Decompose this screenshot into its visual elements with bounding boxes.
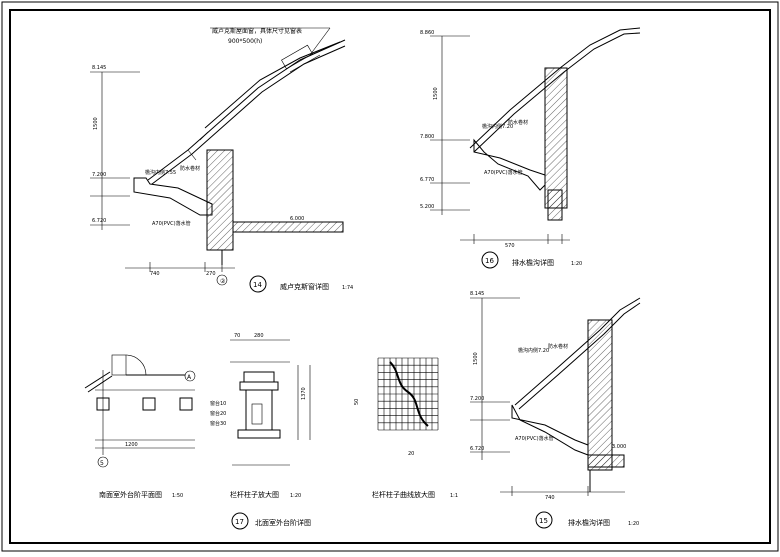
wall-16	[544, 67, 568, 209]
detail-16-title: 排水檐沟详图	[512, 258, 554, 267]
wall-14	[206, 149, 234, 251]
svg-text:7.200: 7.200	[470, 396, 484, 402]
svg-text:1:20: 1:20	[290, 493, 301, 499]
svg-text:3.000: 3.000	[612, 444, 626, 450]
svg-text:7.800: 7.800	[420, 134, 434, 140]
svg-text:1:50: 1:50	[172, 493, 183, 499]
svg-text:740: 740	[545, 495, 555, 501]
svg-text:8.145: 8.145	[470, 291, 484, 297]
svg-text:6.720: 6.720	[470, 446, 484, 452]
svg-text:5: 5	[100, 460, 104, 467]
detail-14-labels: 威卢克斯屋面窗，具体尺寸见窗表 900*500(h) 8.145 7.200 6…	[92, 27, 353, 293]
rail-post-labels: 70 280 1370 窗台10 窗台20 窗台30 栏杆柱子放大图 1:20	[210, 333, 307, 499]
profile-curve	[389, 361, 429, 427]
detail-17-caption: 17 北面室外台阶详图	[231, 512, 311, 530]
svg-text:1500: 1500	[433, 87, 439, 100]
detail-17-title: 北面室外台阶详图	[255, 518, 311, 527]
svg-text:防水卷材: 防水卷材	[180, 165, 200, 172]
detail-14-title: 威卢克斯窗详图	[280, 282, 329, 291]
stair-plan-labels: A 5 1200 南面室外台阶平面图 1:50	[99, 374, 192, 499]
svg-text:1200: 1200	[125, 442, 138, 448]
svg-text:1:74: 1:74	[342, 285, 353, 291]
detail-16-marker	[481, 251, 499, 269]
svg-text:270: 270	[206, 271, 216, 277]
inner-border	[9, 9, 771, 544]
svg-text:A: A	[187, 374, 192, 381]
svg-text:窗台30: 窗台30	[210, 420, 226, 427]
svg-text:1370: 1370	[301, 387, 307, 400]
svg-text:6.720: 6.720	[92, 218, 106, 224]
svg-text:20: 20	[408, 451, 414, 457]
detail-15	[470, 297, 641, 496]
plan-title: 南面室外台阶平面图	[99, 490, 162, 499]
svg-text:280: 280	[254, 333, 264, 339]
detail-16-labels: 8.860 7.800 6.770 5.200 檐沟内侧7.20 防水卷材 A7…	[420, 30, 582, 269]
rail-post	[230, 339, 311, 466]
svg-text:窗台10: 窗台10	[210, 400, 226, 407]
svg-text:A70(PVC)落水管: A70(PVC)落水管	[515, 435, 554, 442]
svg-text:檐沟内侧7.20: 檐沟内侧7.20	[482, 123, 513, 130]
detail-14	[90, 27, 346, 286]
rail-title: 栏杆柱子放大图	[230, 490, 279, 499]
svg-text:5.200: 5.200	[420, 204, 434, 210]
svg-text:70: 70	[234, 333, 240, 339]
svg-text:檐沟内侧7.20: 檐沟内侧7.20	[518, 347, 549, 354]
detail-15-title: 排水檐沟详图	[568, 518, 610, 527]
curve-title: 栏杆柱子曲线放大图	[372, 490, 435, 499]
svg-text:1:1: 1:1	[450, 493, 458, 499]
svg-text:16: 16	[485, 257, 494, 265]
curve-labels: 50 20 栏杆柱子曲线放大图 1:1	[354, 399, 458, 499]
svg-text:740: 740	[150, 271, 160, 277]
svg-text:防水卷材: 防水卷材	[548, 343, 568, 350]
detail-17-marker	[231, 512, 249, 530]
svg-text:15: 15	[539, 517, 548, 525]
svg-text:A70(PVC)落水管: A70(PVC)落水管	[484, 169, 523, 176]
svg-text:1:20: 1:20	[628, 521, 639, 527]
svg-text:②: ②	[220, 278, 226, 285]
svg-text:6.770: 6.770	[420, 177, 434, 183]
window-note: 威卢克斯屋面窗，具体尺寸见窗表	[212, 27, 302, 35]
curve-grid	[377, 357, 439, 431]
detail-16	[430, 27, 641, 244]
svg-text:17: 17	[235, 518, 244, 526]
detail-15-marker	[535, 511, 553, 529]
svg-text:8.145: 8.145	[92, 65, 106, 71]
svg-text:1500: 1500	[473, 352, 479, 365]
svg-text:6.000: 6.000	[290, 216, 304, 222]
svg-text:7.200: 7.200	[92, 172, 106, 178]
svg-text:50: 50	[354, 399, 360, 405]
svg-text:防水卷材: 防水卷材	[508, 119, 528, 126]
svg-text:14: 14	[253, 281, 262, 289]
detail-15-labels: 8.145 7.200 6.720 檐沟内侧7.20 防水卷材 A70(PVC)…	[470, 291, 639, 529]
svg-text:1:20: 1:20	[571, 261, 582, 267]
window-size: 900*500(h)	[228, 38, 262, 45]
detail-14-marker	[249, 275, 267, 293]
svg-text:570: 570	[505, 243, 515, 249]
svg-text:檐沟内侧7.55: 檐沟内侧7.55	[145, 169, 176, 176]
svg-text:窗台20: 窗台20	[210, 410, 226, 417]
stair-plan	[84, 354, 196, 468]
wall-15	[587, 319, 613, 471]
svg-text:8.860: 8.860	[420, 30, 434, 36]
svg-text:A70(PVC)落水管: A70(PVC)落水管	[152, 220, 191, 227]
svg-text:1500: 1500	[93, 117, 99, 130]
